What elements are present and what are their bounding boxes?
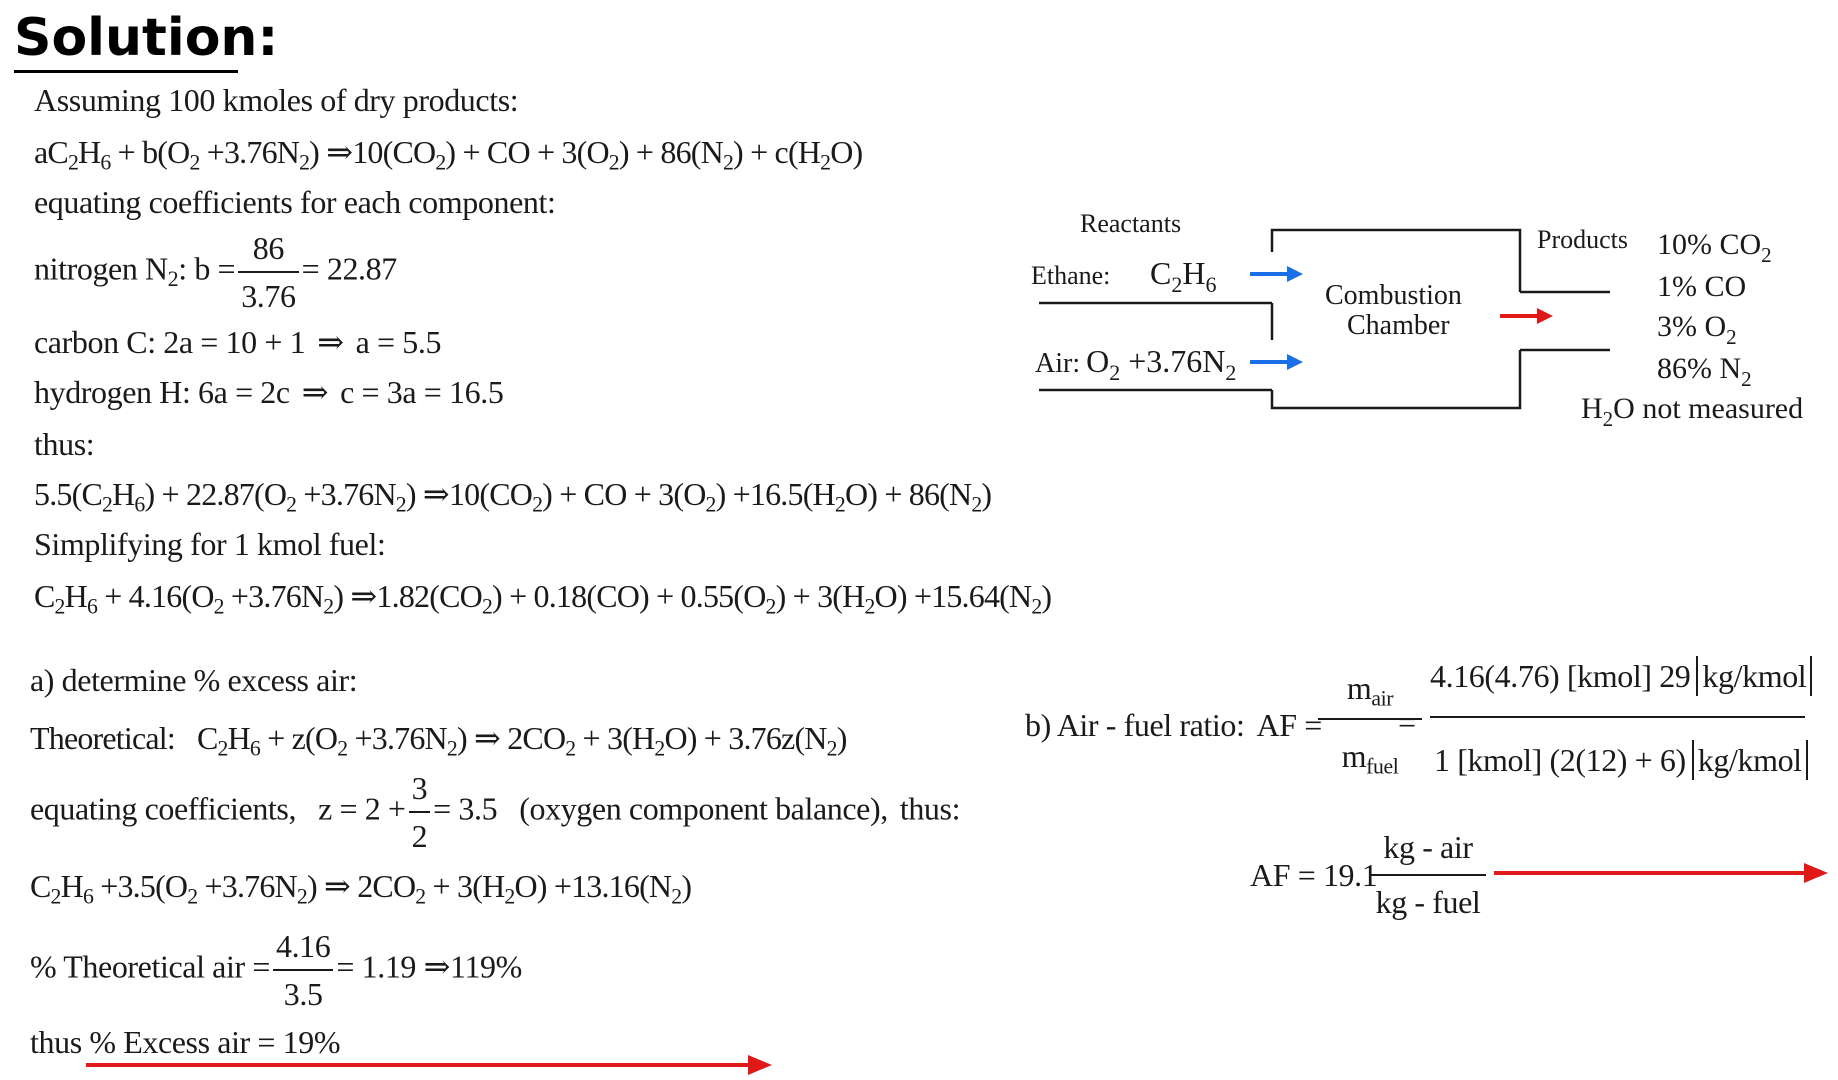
product-n2: 86% N2 [1657, 352, 1752, 391]
part-a-heading: a) determine % excess air: [30, 662, 358, 698]
combustion-diagram: Reactants Ethane: C2H6 Air:O2 +3.76N2 Co… [1031, 209, 1803, 431]
air-fuel-denominator: 1 [kmol] (2(12) + 6)kg/kmol [1434, 740, 1808, 780]
chamber-label-line-2: Chamber [1347, 310, 1450, 341]
air-fuel-ratio-heading: b) Air - fuel ratio:AF = [1025, 707, 1322, 743]
unit-box-bottom: kg/kmol [1691, 740, 1808, 780]
per-fuel-equation: C2H6 + 4.16(O2 +3.76N2) ⇒1.82(CO2) + 0.1… [34, 578, 1052, 619]
ethane-formula: C2H6 [1150, 255, 1216, 297]
kg-fuel-label: kg - fuel [1375, 884, 1481, 920]
product-co: 1% CO [1657, 270, 1746, 303]
equals-sign: = [1398, 704, 1416, 740]
theoretical-equation: Theoretical:C2H6 + z(O2 +3.76N2) ⇒ 2CO2 … [30, 720, 847, 761]
result-fraction-bar [1370, 874, 1486, 876]
mass-fuel-term: mfuel [1341, 738, 1399, 779]
product-co2: 10% CO2 [1657, 228, 1772, 267]
heading-underline [14, 70, 238, 73]
thus-text: thus: [34, 426, 95, 462]
solution-heading: Solution: [14, 8, 279, 68]
carbon-balance: carbon C: 2a = 10 + 1⇒a = 5.5 [34, 324, 442, 360]
equating-text: equating coefficients for each component… [34, 184, 556, 220]
assumption-text: Assuming 100 kmoles of dry products: [34, 82, 519, 118]
air-fuel-result: AF = 19.1 [1250, 857, 1378, 893]
excess-air-result: thus % Excess air = 19% [30, 1024, 341, 1060]
unit-box-top: kg/kmol [1696, 656, 1813, 696]
air-fuel-fraction-bar [1430, 716, 1805, 718]
water-note: H2O not measured [1581, 392, 1803, 431]
air-fuel-result-arrow [1494, 863, 1828, 883]
ethane-label: Ethane: [1031, 261, 1110, 290]
hydrogen-balance: hydrogen H: 6a = 2c⇒c = 3a = 16.5 [34, 374, 504, 410]
air-formula: Air:O2 +3.76N2 [1035, 343, 1236, 385]
chamber-label-line-1: Combustion [1325, 280, 1462, 311]
mass-air-term: mair [1346, 670, 1394, 711]
kg-air-label: kg - air [1383, 829, 1473, 865]
balanced-equation: 5.5(C2H6) + 22.87(O2 +3.76N2) ⇒10(CO2) +… [34, 476, 992, 517]
reactants-label: Reactants [1080, 209, 1181, 238]
mass-fraction-bar [1318, 718, 1422, 720]
simplify-text: Simplifying for 1 kmol fuel: [34, 526, 386, 562]
excess-air-arrow [86, 1055, 772, 1075]
theoretical-balanced-equation: C2H6 +3.5(O2 +3.76N2) ⇒ 2CO2 + 3(H2O) +1… [30, 868, 692, 909]
general-equation: aC2H6 + b(O2 +3.76N2) ⇒10(CO2) + CO + 3(… [34, 134, 863, 175]
product-o2: 3% O2 [1657, 310, 1737, 349]
products-label: Products [1537, 225, 1628, 254]
